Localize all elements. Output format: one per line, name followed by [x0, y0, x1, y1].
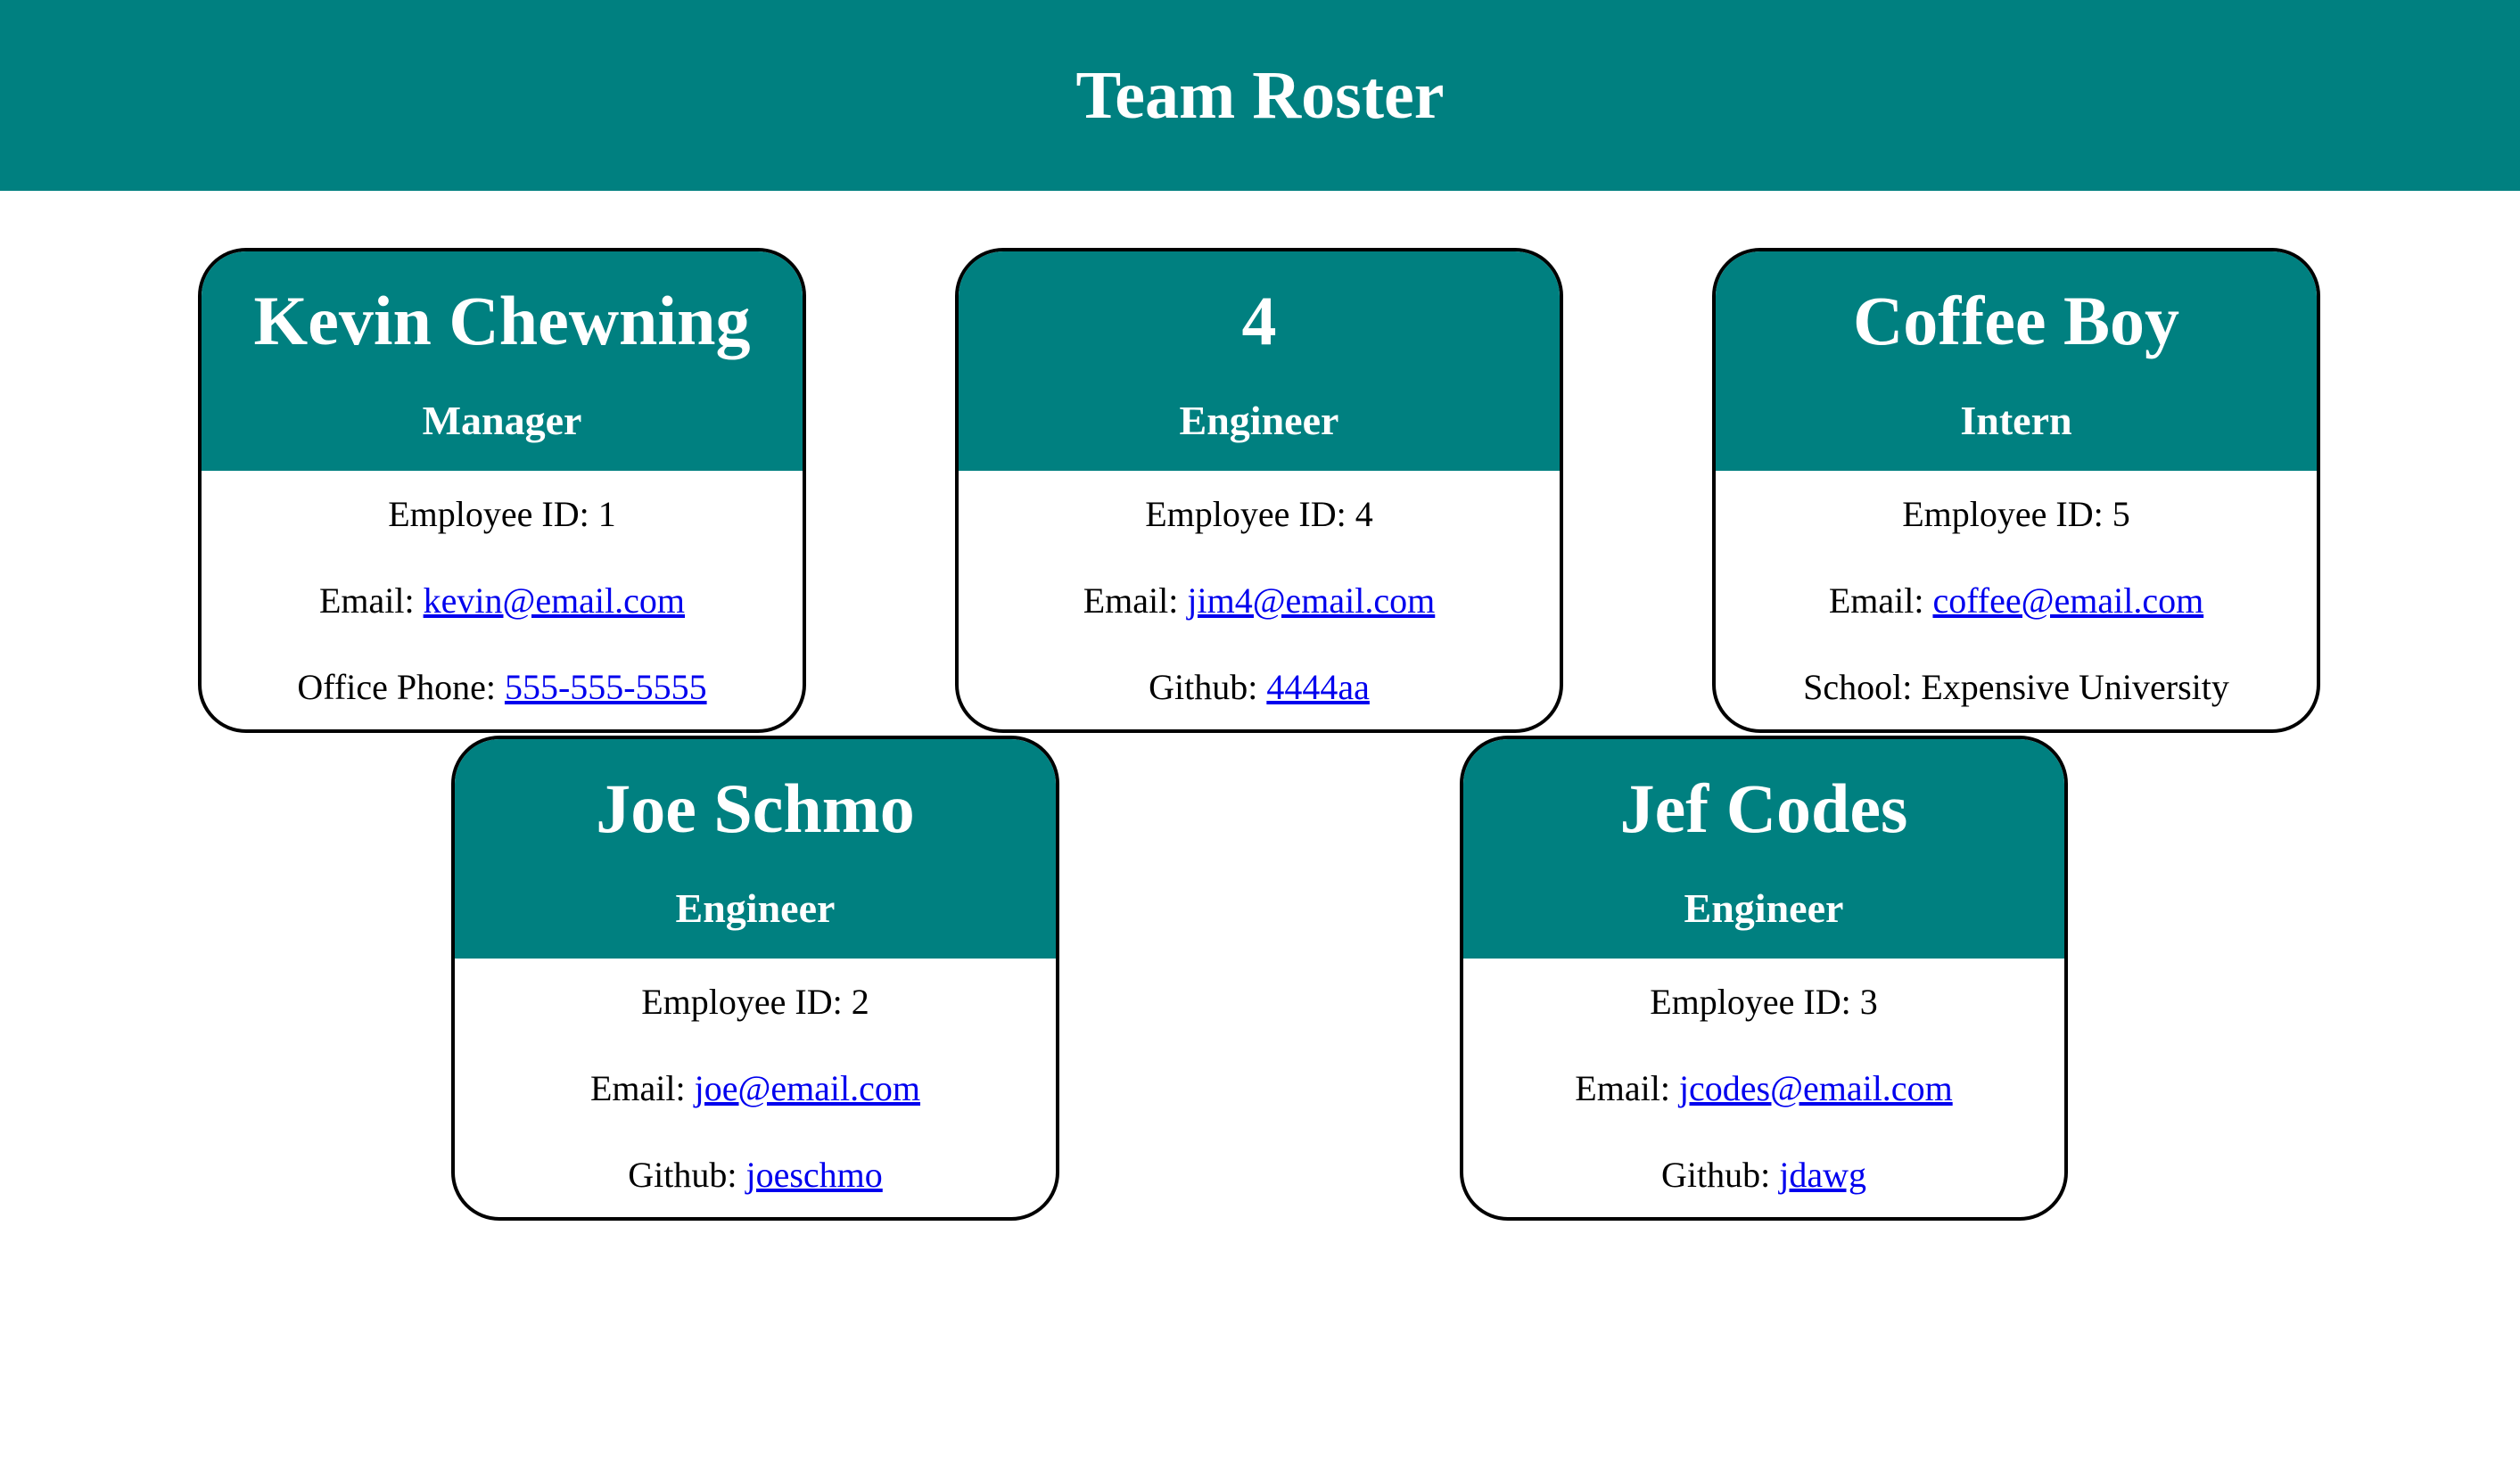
employee-role: Intern	[1960, 398, 2072, 443]
card-header: Coffee Boy Intern	[1716, 251, 2317, 471]
email-line: Email: jim4@email.com	[959, 557, 1560, 644]
employee-name: Kevin Chewning	[253, 282, 751, 359]
employee-id: Employee ID: 4	[1145, 494, 1373, 534]
employee-id: Employee ID: 5	[1902, 494, 2130, 534]
employee-name: 4	[1241, 282, 1277, 359]
card-body: Employee ID: 1 Email: kevin@email.com Of…	[202, 471, 803, 729]
email-label: Email:	[1083, 580, 1188, 621]
employee-role: Engineer	[1179, 398, 1339, 443]
github-line: Github: joeschmo	[455, 1131, 1056, 1217]
employee-card-intern: Coffee Boy Intern Employee ID: 5 Email: …	[1712, 248, 2320, 733]
employee-id: Employee ID: 2	[641, 982, 869, 1022]
employee-role: Manager	[422, 398, 582, 443]
email-label: Email:	[589, 1068, 695, 1108]
email-line: Email: coffee@email.com	[1716, 557, 2317, 644]
employee-name: Coffee Boy	[1852, 282, 2180, 359]
email-label: Email:	[1828, 580, 1933, 621]
github-label: Github:	[1661, 1155, 1780, 1195]
github-label: Github:	[628, 1155, 746, 1195]
employee-name: Joe Schmo	[596, 769, 915, 847]
card-body: Employee ID: 5 Email: coffee@email.com S…	[1716, 471, 2317, 729]
employee-id: Employee ID: 1	[388, 494, 616, 534]
employee-role: Engineer	[1684, 885, 1844, 931]
school-line: School: Expensive University	[1803, 667, 2229, 707]
email-label: Email:	[318, 580, 424, 621]
employee-id: Employee ID: 3	[1650, 982, 1878, 1022]
email-link[interactable]: kevin@email.com	[423, 580, 686, 621]
email-link[interactable]: coffee@email.com	[1932, 580, 2204, 621]
github-link[interactable]: jdawg	[1779, 1155, 1866, 1195]
email-line: Email: kevin@email.com	[202, 557, 803, 644]
email-line: Email: jcodes@email.com	[1463, 1045, 2064, 1131]
email-line: Email: joe@email.com	[455, 1045, 1056, 1131]
employee-card-engineer: 4 Engineer Employee ID: 4 Email: jim4@em…	[955, 248, 1563, 733]
email-link[interactable]: joe@email.com	[694, 1068, 921, 1108]
github-link[interactable]: joeschmo	[745, 1155, 883, 1195]
card-header: Jef Codes Engineer	[1463, 739, 2064, 959]
github-link[interactable]: 4444aa	[1266, 667, 1370, 707]
email-label: Email:	[1575, 1068, 1679, 1108]
card-body: Employee ID: 4 Email: jim4@email.com Git…	[959, 471, 1560, 729]
card-header: 4 Engineer	[959, 251, 1560, 471]
employee-role: Engineer	[675, 885, 836, 931]
card-header: Kevin Chewning Manager	[202, 251, 803, 471]
employee-card-engineer: Jef Codes Engineer Employee ID: 3 Email:…	[1460, 736, 2068, 1221]
card-header: Joe Schmo Engineer	[455, 739, 1056, 959]
employee-card-manager: Kevin Chewning Manager Employee ID: 1 Em…	[198, 248, 806, 733]
github-line: Github: 4444aa	[959, 644, 1560, 729]
github-label: Github:	[1149, 667, 1267, 707]
card-body: Employee ID: 3 Email: jcodes@email.com G…	[1463, 959, 2064, 1217]
office-phone-label: Office Phone:	[297, 667, 505, 707]
card-body: Employee ID: 2 Email: joe@email.com Gith…	[455, 959, 1056, 1217]
office-phone-line: Office Phone: 555-555-5555	[202, 644, 803, 729]
employee-card-engineer: Joe Schmo Engineer Employee ID: 2 Email:…	[451, 736, 1059, 1221]
page-title: Team Roster	[1075, 57, 1445, 133]
office-phone-link[interactable]: 555-555-5555	[504, 667, 707, 707]
email-link[interactable]: jim4@email.com	[1187, 580, 1436, 621]
employee-name: Jef Codes	[1619, 769, 1908, 847]
page-header: Team Roster	[0, 0, 2520, 191]
github-line: Github: jdawg	[1463, 1131, 2064, 1217]
email-link[interactable]: jcodes@email.com	[1678, 1068, 1953, 1108]
